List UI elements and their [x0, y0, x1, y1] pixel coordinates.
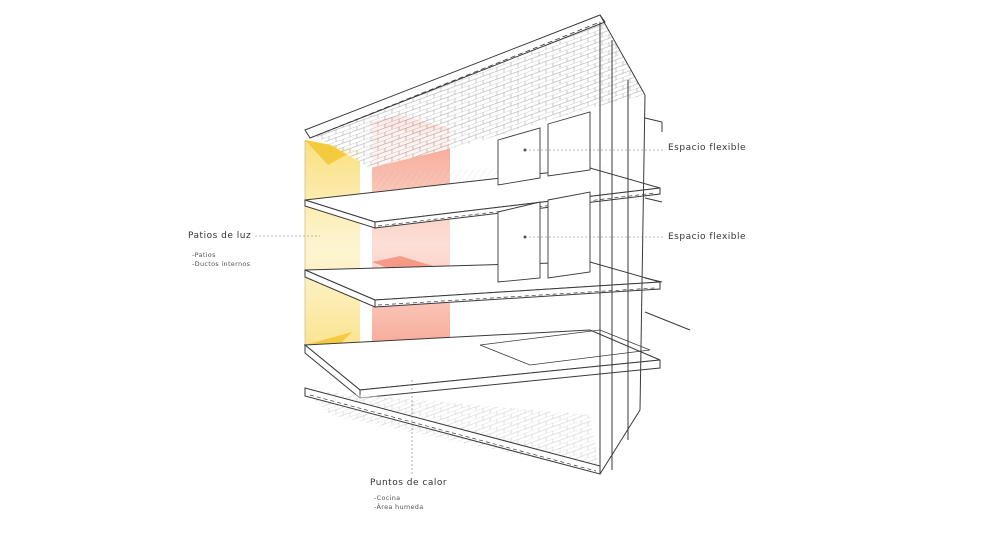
- label-light-wells-item: -Ductos internos: [192, 260, 250, 269]
- label-light-wells: Patios de luz: [188, 231, 251, 241]
- light-well: [305, 140, 360, 360]
- label-light-wells-item: -Patios: [192, 251, 250, 260]
- label-heat-points-item: -Cocina: [374, 494, 424, 503]
- label-flexible-space-middle: Espacio flexible: [668, 232, 746, 242]
- label-heat-points-item: -Área humeda: [374, 503, 424, 512]
- ceiling-slab-bottom: [305, 388, 600, 474]
- label-heat-points-list: -Cocina -Área humeda: [374, 494, 424, 512]
- label-heat-points: Puntos de calor: [370, 478, 447, 488]
- floor-slab-middle: [305, 262, 660, 307]
- label-flexible-space-top: Espacio flexible: [668, 143, 746, 153]
- ceiling-slab-top: [305, 15, 645, 168]
- label-light-wells-list: -Patios -Ductos internos: [192, 251, 250, 269]
